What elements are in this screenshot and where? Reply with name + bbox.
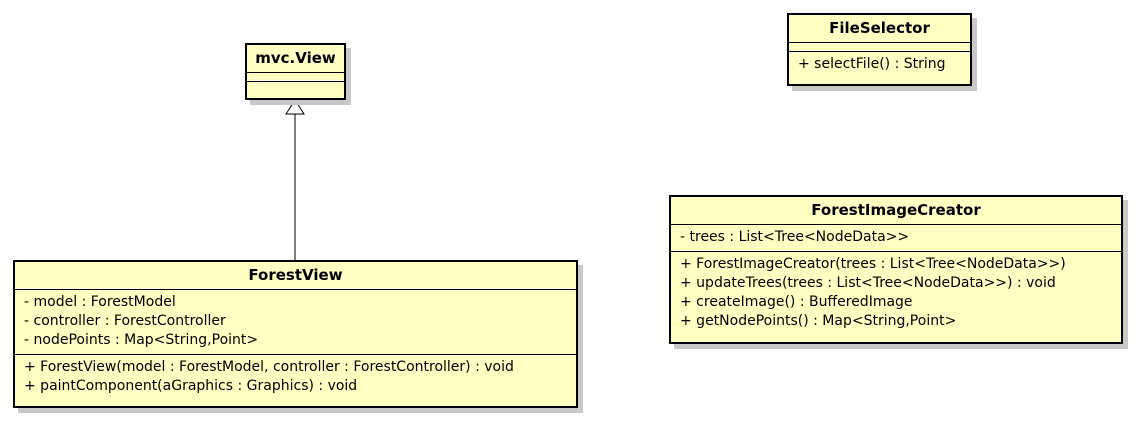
class-name: FileSelector [789,15,970,43]
operation-constructor: + ForestImageCreator(trees : List<Tree<N… [680,256,1066,272]
attribute-controller: - controller : ForestController [24,313,226,329]
operations-section: + ForestView(model : ForestModel, contro… [15,355,576,400]
class-mvc-view[interactable]: mvc.View [245,43,346,100]
attributes-section [789,43,970,52]
attributes-section: - model : ForestModel - controller : For… [15,290,576,355]
operation-constructor: + ForestView(model : ForestModel, contro… [24,359,514,375]
attribute-trees: - trees : List<Tree<NodeData>> [680,229,910,245]
operation-get-node-points: + getNodePoints() : Map<String,Point> [680,313,957,329]
operation-create-image: + createImage() : BufferedImage [680,294,913,310]
attribute-model: - model : ForestModel [24,294,176,310]
class-name: ForestImageCreator [671,197,1121,225]
attribute-node-points: - nodePoints : Map<String,Point> [24,332,259,348]
class-file-selector[interactable]: FileSelector + selectFile() : String [787,13,972,86]
operation-paint-component: + paintComponent(aGraphics : Graphics) :… [24,378,358,394]
attributes-section: - trees : List<Tree<NodeData>> [671,225,1121,252]
class-forest-image-creator[interactable]: ForestImageCreator - trees : List<Tree<N… [669,195,1123,344]
inheritance-arrowhead-icon [285,99,305,115]
generalization-forestview-to-mvc-view [285,99,305,260]
operation-select-file: + selectFile() : String [798,56,946,72]
class-forest-view[interactable]: ForestView - model : ForestModel - contr… [13,260,578,408]
class-name: ForestView [15,262,576,290]
attributes-section [247,73,344,82]
operation-update-trees: + updateTrees(trees : List<Tree<NodeData… [680,275,1056,291]
class-name: mvc.View [247,45,344,73]
operations-section [247,82,344,90]
operations-section: + ForestImageCreator(trees : List<Tree<N… [671,252,1121,335]
operations-section: + selectFile() : String [789,52,970,78]
